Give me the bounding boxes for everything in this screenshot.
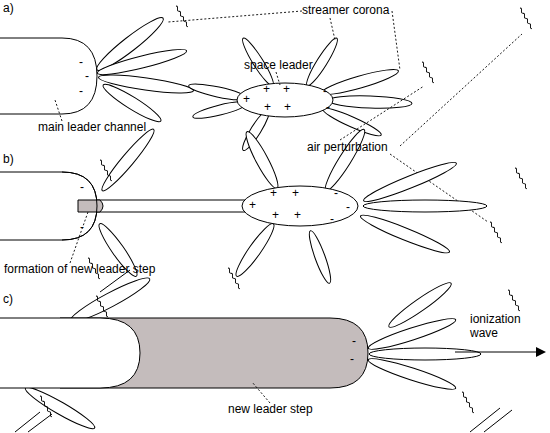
charge-sign: - — [350, 352, 354, 366]
main-leader-channel — [0, 38, 97, 114]
air-perturbation — [461, 392, 475, 414]
leader-line — [340, 86, 424, 140]
streamer — [363, 200, 487, 212]
leader-line — [55, 100, 62, 121]
hatch-line — [470, 408, 500, 432]
callout-label: formation of new leader step — [4, 262, 155, 276]
charge-sign: + — [283, 82, 290, 96]
charge-sign: - — [79, 84, 83, 98]
air-perturbation — [95, 296, 109, 318]
charge-sign: - — [346, 200, 350, 214]
streamer — [328, 95, 412, 110]
charge-sign: + — [243, 92, 250, 106]
leader-channel — [90, 200, 245, 212]
hatch-line — [28, 414, 52, 432]
streamer — [366, 354, 457, 394]
charge-sign: + — [292, 186, 299, 200]
streamer — [321, 104, 384, 139]
panel-c — [0, 270, 546, 433]
charge-sign: + — [272, 208, 279, 222]
arrow-head — [536, 347, 546, 357]
callout-label: space leader — [244, 58, 313, 72]
air-perturbation — [227, 268, 241, 290]
charge-sign: - — [79, 55, 83, 69]
arrow-line — [455, 352, 538, 353]
charge-sign: + — [284, 100, 291, 114]
air-perturbation — [99, 160, 113, 182]
streamer — [242, 129, 283, 191]
streamer — [361, 158, 458, 207]
air-perturbation — [489, 222, 503, 244]
charge-sign: - — [80, 180, 84, 194]
charge-sign: - — [334, 186, 338, 200]
streamer — [98, 126, 159, 195]
space-leader — [242, 186, 358, 226]
leader-line — [400, 34, 522, 146]
leader-line — [70, 212, 88, 263]
callout-label: main leader channel — [38, 120, 146, 134]
leader-line — [276, 72, 280, 85]
leader-line — [252, 382, 270, 403]
charge-sign: + — [249, 198, 256, 212]
air-perturbation — [175, 6, 189, 28]
charge-sign: - — [326, 100, 330, 114]
air-perturbation — [421, 62, 435, 84]
streamer — [232, 220, 279, 279]
streamer — [100, 80, 164, 126]
leader-line — [392, 11, 400, 70]
main-leader-channel — [0, 318, 140, 388]
charge-sign: + — [264, 100, 271, 114]
streamer — [22, 383, 97, 433]
panel-b — [0, 126, 528, 290]
air-perturbation — [519, 8, 533, 30]
channel-outline — [62, 172, 97, 240]
callout-label: ionization wave — [470, 312, 532, 340]
charge-sign: + — [263, 82, 270, 96]
charge-sign: - — [323, 84, 327, 98]
streamer — [320, 65, 400, 99]
hatch-line — [484, 410, 512, 432]
leader-line — [330, 18, 335, 40]
streamer — [96, 45, 188, 79]
hatch-line — [15, 412, 40, 432]
callout-label: new leader step — [228, 402, 313, 416]
panel-letter: b) — [3, 152, 14, 166]
new-leader-step — [78, 200, 103, 212]
charge-sign: - — [352, 334, 356, 348]
air-perturbation — [39, 396, 53, 418]
charge-sign: + — [294, 208, 301, 222]
space-leader — [237, 83, 333, 117]
panel-letter: a) — [3, 1, 14, 15]
air-perturbation — [514, 168, 528, 190]
charge-sign: + — [270, 186, 277, 200]
panel-letter: c) — [3, 292, 13, 306]
callout-label: air perturbation — [307, 140, 388, 154]
streamer — [358, 210, 452, 257]
charge-sign: - — [80, 220, 84, 234]
leader-line — [168, 11, 302, 22]
charge-sign: - — [85, 69, 89, 83]
charge-sign: - — [330, 212, 334, 226]
callout-label: streamer corona — [302, 3, 389, 17]
air-perturbation — [507, 290, 521, 312]
streamer — [306, 229, 335, 285]
streamer — [369, 348, 481, 360]
streamer — [321, 126, 369, 193]
